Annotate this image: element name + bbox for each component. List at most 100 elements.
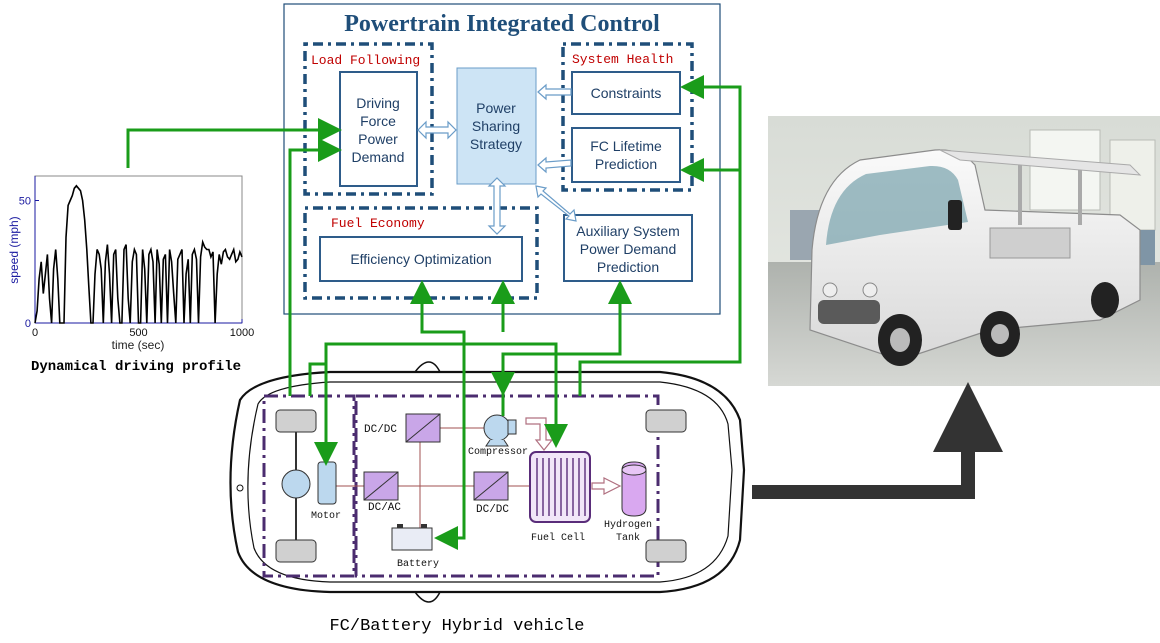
cart-hub-front [890, 328, 910, 352]
vehicle-schematic: Motor DC/DC DC/AC DC/DC Compressor Fuel … [229, 361, 746, 636]
cart-headlight [822, 282, 838, 298]
battery-icon [391, 527, 433, 551]
power-sharing-line-1: Power [476, 100, 516, 116]
dcdc-mid-diag [473, 471, 509, 501]
driving-force-line-2: Force [360, 113, 396, 129]
driving-force-line-3: Power [358, 131, 398, 147]
dcdc-top-label: DC/DC [364, 424, 397, 436]
arrow-constraints-sharing [537, 83, 572, 101]
dcdc-top-diag [405, 413, 441, 443]
hydrogen-label-1: Hydrogen [604, 519, 652, 531]
cart-windshield [826, 165, 968, 245]
vehicle-photo [768, 116, 1160, 386]
fc-lifetime-line-2: Prediction [595, 156, 657, 172]
mirror-top [414, 361, 441, 373]
wheel-front-right [275, 539, 317, 563]
plot-caption: Dynamical driving profile [31, 359, 241, 375]
car-outline [229, 370, 746, 594]
wheel-rear-right [645, 539, 687, 563]
mirror-bottom [414, 591, 441, 603]
control-title: Powertrain Integrated Control [344, 11, 660, 37]
cart-hub-rear [991, 324, 1009, 344]
battery-terminal-pos [421, 524, 427, 528]
dcac-diag [363, 471, 399, 501]
fc-lifetime-line-1: FC Lifetime [590, 138, 662, 154]
auxiliary-line-3: Prediction [597, 259, 659, 275]
converter-dcac [363, 471, 399, 501]
vehicle-to-photo-arrow [752, 382, 1003, 499]
signal-lines [126, 75, 742, 550]
fuel-cell-label: Fuel Cell [531, 532, 585, 544]
y-tick-label: 0 [25, 318, 31, 330]
block-constraints [571, 71, 681, 115]
car-light [236, 484, 244, 492]
group-system-health [561, 42, 694, 192]
y-tick-label: 50 [19, 196, 31, 208]
fuel-cell-fins [536, 458, 586, 516]
compressor-outlet-icon [507, 419, 517, 435]
compressor-icon [483, 414, 511, 442]
signal-profile-to-demand [126, 118, 342, 168]
compressor-base-icon [485, 439, 509, 447]
y-axis-label: speed (mph) [7, 216, 21, 283]
block-driving-force [339, 71, 418, 187]
driving-force-line-4: Demand [352, 149, 405, 165]
dcac-label: DC/AC [368, 502, 401, 514]
constraints-label: Constraints [591, 85, 662, 101]
group-label-load-following: Load Following [311, 53, 420, 68]
cart-bumper [818, 300, 880, 324]
cart-headlight-2 [862, 282, 878, 298]
dcdc-mid-label: DC/DC [476, 504, 509, 516]
speed-series-line [34, 184, 243, 324]
cart-mirror [948, 200, 962, 230]
cart-wheel-back [1091, 282, 1119, 318]
group-load-following [303, 42, 434, 196]
battery-terminal-neg [397, 524, 403, 528]
arrow-sharing-efficiency [487, 177, 507, 235]
hydrogen-flow-arrow [591, 477, 622, 495]
car-inner-outline [247, 381, 733, 583]
arrow-driving-sharing [417, 120, 457, 140]
efficiency-label: Efficiency Optimization [350, 251, 491, 267]
hydrogen-label-2: Tank [616, 532, 640, 544]
power-sharing-line-3: Strategy [470, 136, 522, 152]
cart-roof [939, 149, 1142, 176]
motor-gear-icon [317, 461, 337, 505]
hydrogen-tank-icon [621, 461, 647, 517]
cart-seat [989, 227, 1071, 259]
converter-dcdc-mid [473, 471, 509, 501]
arrow-fclife-sharing [537, 156, 572, 174]
motor-label: Motor [311, 511, 341, 522]
signal-to-constraints [578, 75, 742, 396]
block-power-sharing [456, 67, 537, 185]
group-label-fuel-economy: Fuel Economy [331, 216, 425, 231]
air-flow-arrow [525, 417, 554, 451]
x-tick-label: 500 [129, 327, 147, 339]
block-fc-lifetime [571, 127, 681, 183]
compressor-label: Compressor [468, 447, 528, 458]
wheel-rear-left [645, 409, 687, 433]
vehicle-caption: FC/Battery Hybrid vehicle [329, 617, 584, 636]
group-label-system-health: System Health [572, 52, 673, 67]
hollow-arrows [417, 83, 577, 235]
power-sharing-line-2: Sharing [472, 118, 520, 134]
battery-label: Battery [397, 559, 439, 570]
signal-vehicle-to-demand [288, 138, 342, 396]
x-tick-label: 1000 [230, 327, 254, 339]
hydrogen-tank-top [621, 464, 647, 476]
control-panel: Powertrain Integrated Control Load Follo… [283, 3, 721, 315]
auxiliary-line-2: Power Demand [580, 241, 677, 257]
x-tick-label: 0 [32, 327, 38, 339]
signal-to-battery [420, 318, 466, 550]
converter-dcdc-top [405, 413, 441, 443]
motor-icon [281, 469, 311, 499]
auxiliary-line-1: Auxiliary System [576, 223, 679, 239]
x-axis-label: time (sec) [112, 338, 165, 352]
driving-force-line-1: Driving [356, 95, 400, 111]
driving-profile-plot: 0 500 1000 0 50 time (sec) speed (mph) Dynam… [7, 175, 254, 375]
wheel-front-left [275, 409, 317, 433]
arrow-sharing-auxiliary [535, 185, 577, 222]
fuel-cell-icon [529, 451, 591, 523]
